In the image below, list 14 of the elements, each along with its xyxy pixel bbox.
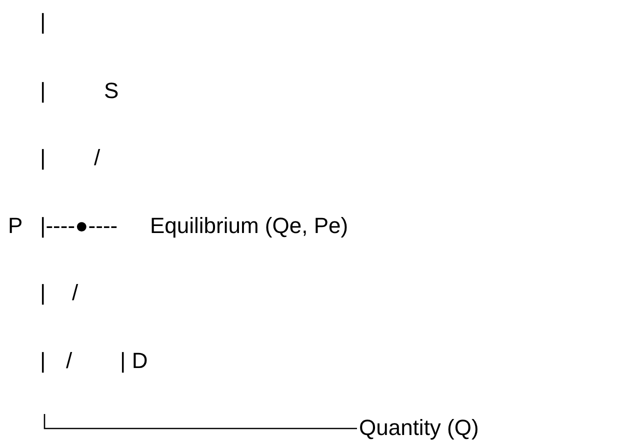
text-glyph: / [66,348,72,374]
text-glyph: / [94,145,100,171]
text-glyph: | [40,145,46,171]
text-glyph: | [40,9,46,35]
curve-label: S [104,78,119,104]
axis-label: Quantity (Q) [359,415,479,440]
text-glyph: |----●---- [40,213,118,239]
point-label: Equilibrium (Qe, Pe) [150,213,348,239]
text-glyph: / [72,280,78,306]
axis-label: P [8,213,23,239]
text-glyph: | [40,348,46,374]
text-glyph: | [40,280,46,306]
curve-label: | D [120,348,148,374]
text-glyph: | [40,78,46,104]
